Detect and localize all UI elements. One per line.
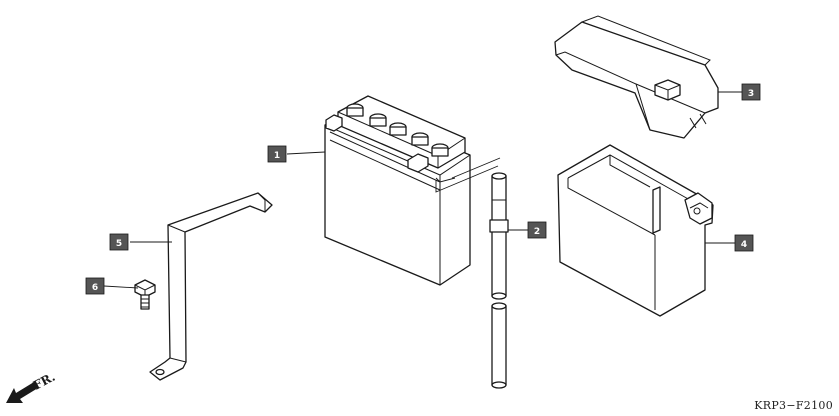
- leader-lines: [103, 91, 742, 289]
- callout-2: 2: [527, 221, 547, 239]
- battery-terminals: [325, 103, 449, 173]
- front-label: FR.: [31, 370, 58, 393]
- callout-4: 4: [734, 234, 754, 252]
- svg-text:1: 1: [274, 151, 280, 161]
- bolt: [134, 279, 156, 310]
- battery-band: [149, 192, 273, 381]
- battery-case: [557, 144, 714, 317]
- svg-text:5: 5: [116, 239, 122, 249]
- callout-6: 6: [85, 277, 105, 295]
- breather-tube: [435, 157, 509, 389]
- drawing-code: KRP3−F2100: [754, 399, 833, 412]
- callout-1: 1: [267, 145, 287, 163]
- front-arrow-icon: [6, 382, 38, 403]
- battery: [324, 95, 471, 286]
- svg-text:2: 2: [534, 227, 540, 237]
- callout-5: 5: [109, 233, 129, 251]
- svg-text:6: 6: [92, 283, 98, 293]
- callout-3: 3: [741, 83, 761, 101]
- svg-text:3: 3: [748, 89, 754, 99]
- svg-text:4: 4: [741, 240, 747, 250]
- front-indicator: FR.: [6, 370, 57, 403]
- battery-cover: [554, 15, 719, 139]
